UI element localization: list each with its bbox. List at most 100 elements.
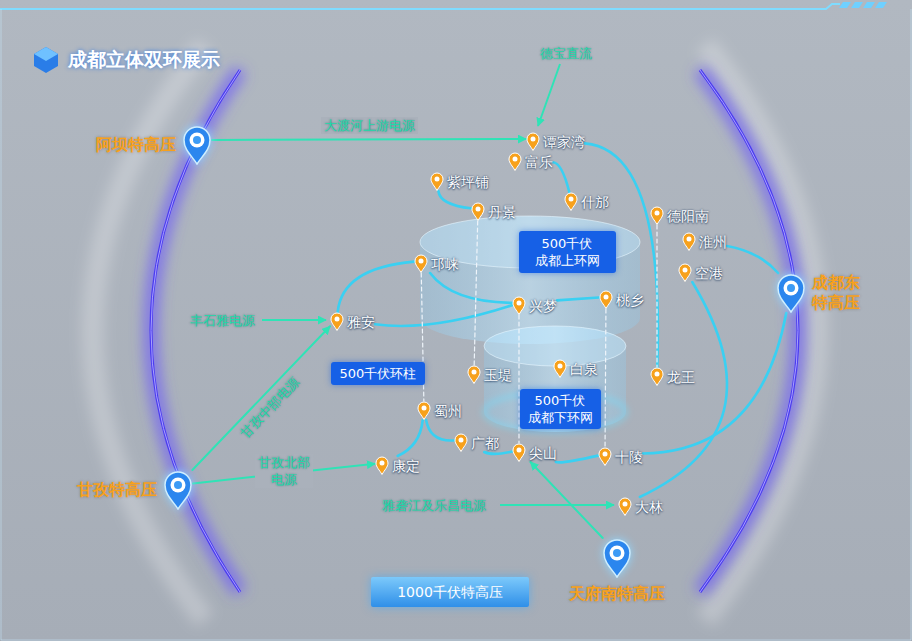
substation-marker: 十陵 [598, 447, 643, 466]
pin-dot [476, 207, 481, 212]
connector [438, 191, 471, 208]
node-label: 空港 [695, 264, 723, 282]
connector [338, 262, 414, 312]
node-label: 500千伏环柱 [340, 365, 417, 382]
node-label: 1000千伏特高压 [397, 582, 503, 602]
pin-dot [531, 137, 536, 142]
title-icon [34, 47, 58, 73]
substation-marker: 什邡 [564, 192, 609, 211]
pin-body [472, 203, 484, 221]
node-label: 白泉 [570, 360, 598, 378]
pin-body [165, 472, 191, 509]
pin-dot [174, 481, 182, 489]
map-pin [602, 538, 632, 578]
map-pin-icon [599, 290, 613, 309]
substation-marker: 龙王 [650, 367, 695, 386]
map-pin [182, 125, 212, 165]
substation-marker: 紫坪铺 [430, 172, 489, 191]
node-label: 邛崃 [431, 255, 459, 273]
pin-body [651, 207, 663, 225]
map-pin [678, 263, 692, 282]
map-pin-icon [417, 401, 431, 420]
map-pin [375, 456, 389, 475]
map-pin [512, 443, 526, 462]
map-pin [471, 202, 485, 221]
label-box: 500千伏 成都上环网 [519, 231, 616, 273]
node-label: 紫坪铺 [447, 173, 489, 191]
substation-marker: 邛崃 [414, 254, 459, 273]
uhv-station-marker: 天府南特高压 [569, 538, 665, 604]
substation-marker: 蜀州 [417, 401, 462, 420]
pin-body [683, 233, 695, 251]
feed-label: 雅砻江及乐昌电源 [382, 497, 486, 514]
connector [192, 326, 330, 470]
map-pin [414, 254, 428, 273]
substation-marker: 丹景 [471, 202, 516, 221]
substation-marker: 玉堤 [467, 365, 512, 384]
pin-ring [171, 478, 186, 493]
pin-dot [569, 197, 574, 202]
substation-marker: 康定 [375, 456, 420, 475]
map-pin [430, 172, 444, 191]
title-icon-facet [34, 47, 58, 61]
pin-body [455, 434, 467, 452]
pin-body [376, 457, 388, 475]
label-box: 1000千伏特高压 [371, 577, 529, 607]
pin-body [679, 264, 691, 282]
connector [556, 456, 598, 463]
pin-dot [603, 452, 608, 457]
connector [474, 221, 478, 365]
node-label: 兴梦 [529, 297, 557, 315]
map-pin-icon [430, 172, 444, 191]
connector [604, 309, 606, 447]
node-label: 什邡 [581, 193, 609, 211]
label-box: 500千伏环柱 [331, 362, 426, 385]
map-pin-icon [682, 232, 696, 251]
connector [656, 225, 657, 367]
upper-cylinder [420, 216, 640, 344]
map-pin-icon [618, 497, 632, 516]
edge-label: 大渡河上游电源 [321, 117, 418, 134]
node-label: 蜀州 [434, 402, 462, 420]
connector [398, 420, 423, 456]
pin-dot [604, 295, 609, 300]
connector [557, 297, 599, 300]
pin-ring [784, 281, 799, 296]
map-pin-icon [526, 132, 540, 151]
map-pin [553, 359, 567, 378]
node-label: 十陵 [615, 448, 643, 466]
node-label: 成都东 特高压 [812, 273, 860, 313]
feed-arrow [538, 64, 560, 126]
pin-body [565, 193, 577, 211]
pin-body [619, 498, 631, 516]
pin-body [600, 291, 612, 309]
connector [212, 138, 526, 141]
frame-stripes [839, 2, 887, 8]
pin-body [509, 153, 521, 171]
node-label: 富乐 [525, 153, 553, 171]
pin-ring [190, 133, 205, 148]
substation-marker: 空港 [678, 263, 723, 282]
map-pin-icon [678, 263, 692, 282]
substation-marker: 兴梦 [512, 296, 557, 315]
pin-dot [655, 372, 660, 377]
map-pin-icon [512, 296, 526, 315]
node-label: 德阳南 [667, 207, 709, 225]
pin-dot [472, 370, 477, 375]
lower-cylinder-top [484, 326, 626, 366]
map-pin-icon [650, 367, 664, 386]
substation-marker: 大林 [618, 497, 663, 516]
pin-dot [558, 364, 563, 369]
connector [375, 305, 512, 326]
connector [530, 462, 602, 538]
map-pin [650, 206, 664, 225]
substation-marker: 谭家湾 [526, 132, 585, 151]
map-pin-icon [471, 202, 485, 221]
connector [426, 420, 454, 441]
uhv-station-marker: 阿坝特高压 [96, 125, 212, 165]
map-pin [682, 232, 696, 251]
node-label: 丹景 [488, 203, 516, 221]
uhv-station-marker: 甘孜特高压 [77, 470, 193, 510]
pin-body [184, 127, 210, 164]
